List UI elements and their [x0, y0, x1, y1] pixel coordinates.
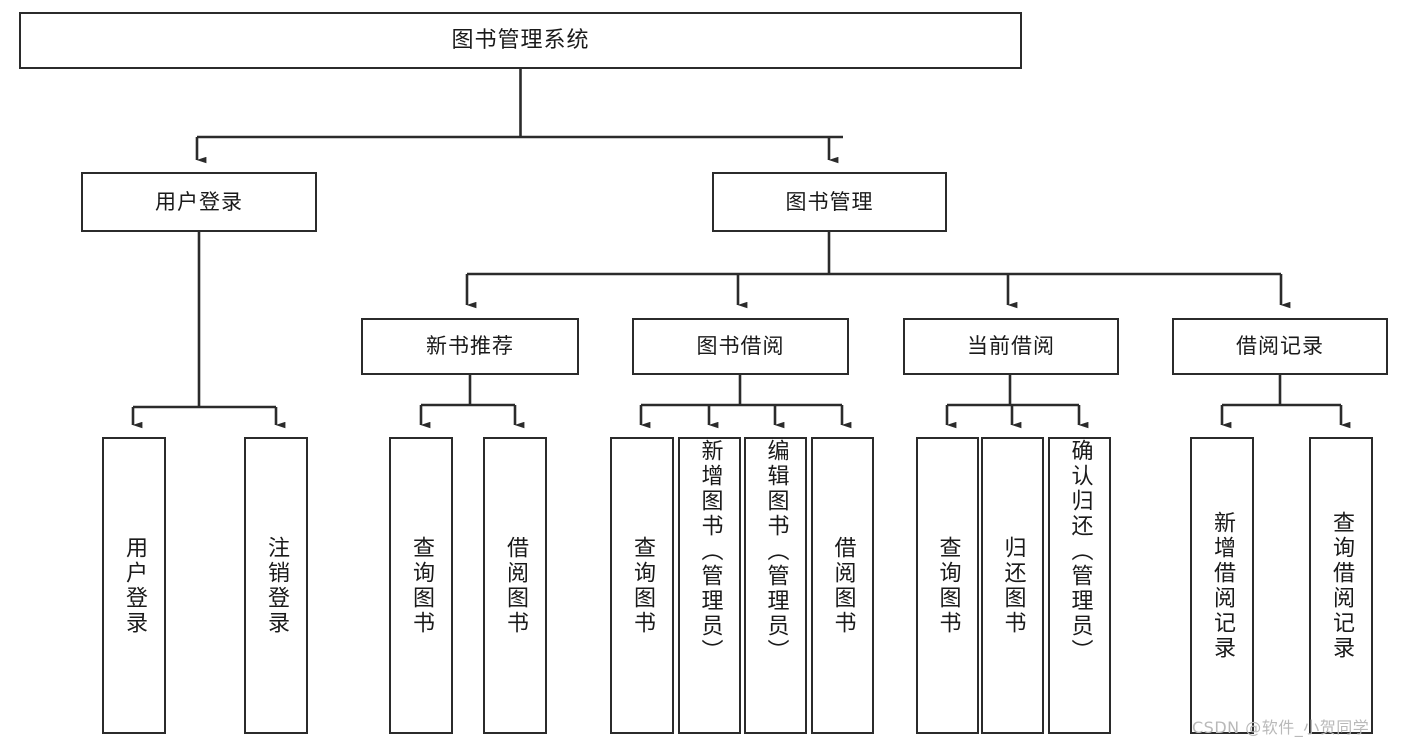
leaf-add-borrow-record[interactable]: 新增借阅记录: [1190, 437, 1254, 734]
node-label: 新书推荐: [426, 334, 514, 359]
leaf-label: 查询借阅记录: [1329, 510, 1354, 661]
leaf-user-login[interactable]: 用户登录: [102, 437, 166, 734]
leaf-query-books-recommend[interactable]: 查询图书: [389, 437, 453, 734]
leaf-label: 借阅图书: [830, 535, 856, 636]
node-user-login[interactable]: 用户登录: [81, 172, 317, 232]
leaf-query-books-borrow[interactable]: 查询图书: [610, 437, 674, 734]
leaf-return-books[interactable]: 归还图书: [981, 437, 1044, 734]
node-label: 图书管理: [785, 189, 874, 214]
leaf-query-books-current[interactable]: 查询图书: [916, 437, 979, 734]
leaf-logout[interactable]: 注销登录: [244, 437, 308, 734]
leaf-label: 注销登录: [264, 535, 289, 636]
leaf-label: 查询图书: [935, 535, 961, 636]
leaf-label: 借阅图书: [503, 535, 528, 636]
node-root-system[interactable]: 图书管理系统: [19, 12, 1022, 69]
leaf-confirm-return-admin[interactable]: 确认归还（管理员）: [1048, 437, 1111, 734]
node-new-book-recommend[interactable]: 新书推荐: [361, 318, 579, 375]
leaf-label: 编辑图书（管理员）: [763, 439, 789, 664]
leaf-edit-book-admin[interactable]: 编辑图书（管理员）: [744, 437, 807, 734]
node-book-borrow[interactable]: 图书借阅: [632, 318, 849, 375]
leaf-label: 查询图书: [630, 535, 655, 636]
leaf-borrow-books[interactable]: 借阅图书: [811, 437, 874, 734]
node-label: 当前借阅: [967, 334, 1055, 359]
node-borrow-records[interactable]: 借阅记录: [1172, 318, 1388, 375]
node-current-borrow[interactable]: 当前借阅: [903, 318, 1119, 375]
node-label: 图书管理系统: [451, 27, 590, 53]
leaf-add-book-admin[interactable]: 新增图书（管理员）: [678, 437, 741, 734]
csdn-watermark: CSDN @软件_小贺同学: [1192, 718, 1370, 737]
leaf-borrow-books-recommend[interactable]: 借阅图书: [483, 437, 547, 734]
leaf-label: 查询图书: [409, 535, 434, 636]
leaf-label: 新增图书（管理员）: [697, 439, 723, 664]
leaf-query-borrow-record[interactable]: 查询借阅记录: [1309, 437, 1373, 734]
node-label: 借阅记录: [1236, 334, 1324, 359]
node-book-management[interactable]: 图书管理: [712, 172, 947, 232]
node-label: 用户登录: [155, 189, 243, 214]
leaf-label: 归还图书: [1000, 535, 1026, 636]
leaf-label: 确认归还（管理员）: [1067, 439, 1093, 664]
leaf-label: 新增借阅记录: [1210, 510, 1235, 661]
leaf-label: 用户登录: [122, 535, 147, 636]
node-label: 图书借阅: [696, 334, 785, 359]
